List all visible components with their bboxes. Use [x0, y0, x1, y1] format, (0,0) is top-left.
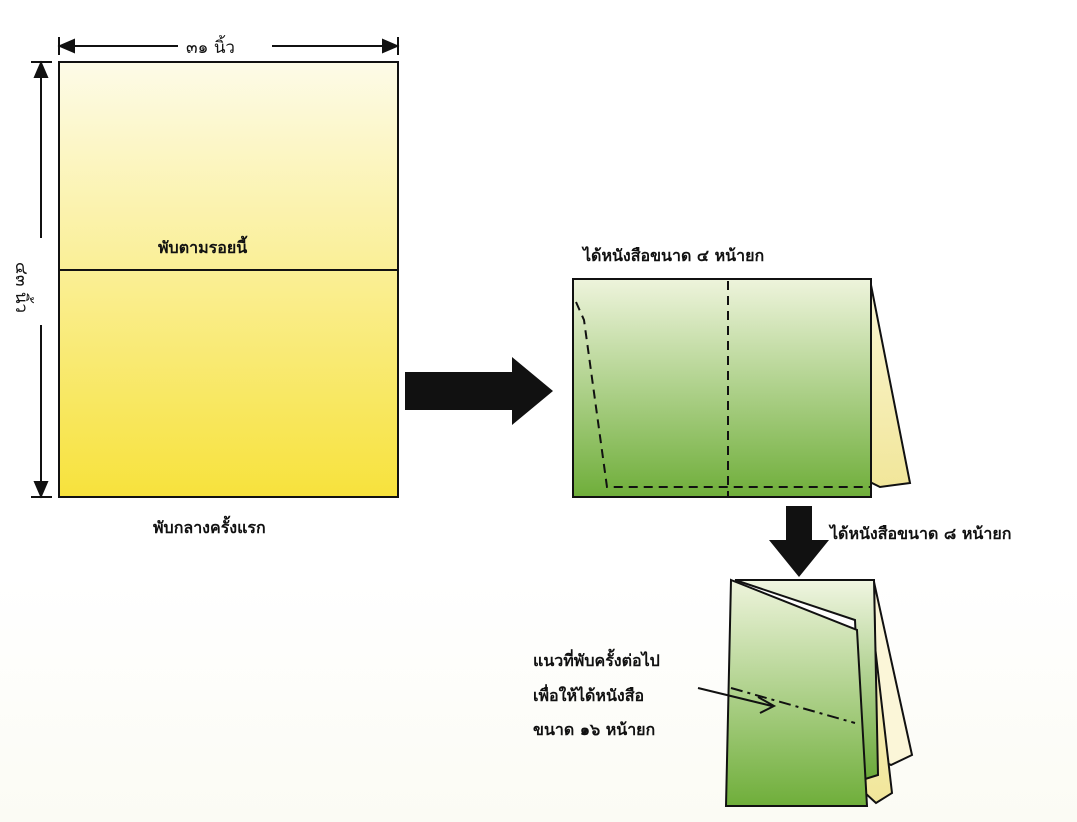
next-fold-caption-line-2: เพื่อให้ได้หนังสือ — [533, 686, 645, 705]
pointer-arrow-icon — [697, 687, 777, 714]
booklet-4-dashed-lines — [575, 281, 871, 496]
next-fold-line — [730, 687, 856, 724]
booklet-4-front — [572, 278, 872, 498]
down-arrow-icon — [769, 506, 829, 577]
result-8-caption: ได้หนังสือขนาด ๘ หน้ายก — [830, 524, 1012, 543]
booklet-4-back-page — [864, 279, 912, 489]
booklet-8-front — [724, 578, 869, 807]
result-4-caption: ได้หนังสือขนาด ๔ หน้ายก — [583, 246, 765, 265]
flat-sheet — [58, 61, 399, 498]
height-dimension — [31, 60, 52, 499]
first-fold-caption: พับกลางครั้งแรก — [153, 518, 266, 537]
height-dimension-label: ๔๓ นิ้ว — [11, 261, 32, 314]
right-arrow-icon — [405, 357, 553, 425]
next-fold-caption-line-3: ขนาด ๑๖ หน้ายก — [533, 720, 656, 739]
next-fold-caption-line-1: แนวที่พับครั้งต่อไป — [533, 651, 660, 670]
width-dimension-label: ๓๑ นิ้ว — [186, 38, 235, 58]
width-dimension — [57, 37, 400, 55]
fold-line-label: พับตามรอยนี้ — [158, 238, 248, 257]
